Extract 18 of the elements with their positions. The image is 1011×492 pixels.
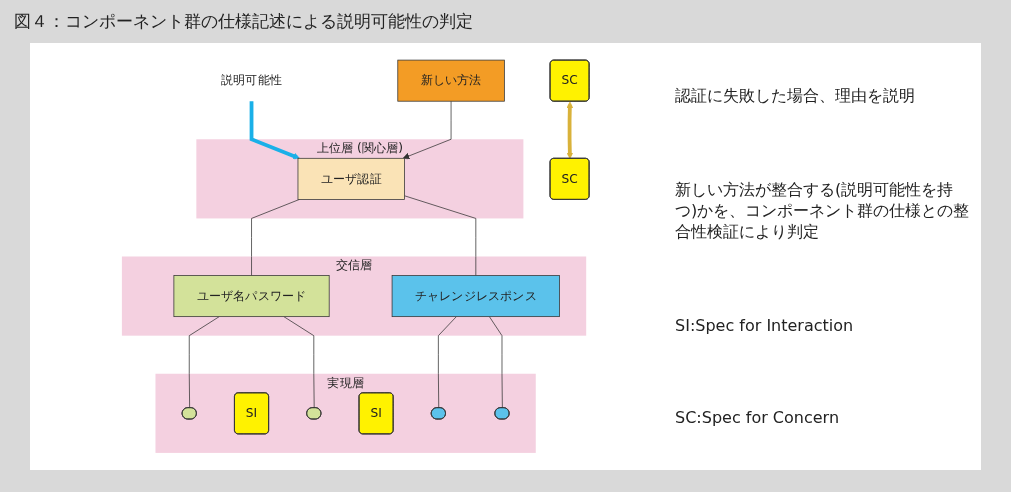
connector (489, 316, 503, 409)
note-text: 新しい方法が整合する(説明可能性を持つ)かを、コンポーネント群の仕様との整合性検証により判定 (675, 179, 971, 243)
arrow (566, 101, 574, 159)
note-text: SC:Spec for Concern (675, 408, 841, 428)
node-box: チャレンジレスポンス (391, 275, 560, 317)
connector (188, 316, 220, 409)
figure-title: 図４：コンポーネント群の仕様記述による説明可能性の判定 (13, 10, 474, 33)
note-text: 認証に失敗した場合、理由を説明 (675, 85, 916, 107)
connector (251, 199, 300, 276)
node-box: 新しい方法 (397, 59, 505, 102)
node-box: ユーザ名パスワード (173, 275, 330, 317)
connector (438, 316, 457, 409)
node-text: 説明可能性 (221, 73, 282, 88)
arrow (249, 101, 300, 160)
connector (404, 195, 477, 276)
note-text: SI:Spec for Interaction (675, 316, 855, 336)
node-box: ユーザ認証 (297, 157, 405, 200)
connector (283, 316, 315, 409)
